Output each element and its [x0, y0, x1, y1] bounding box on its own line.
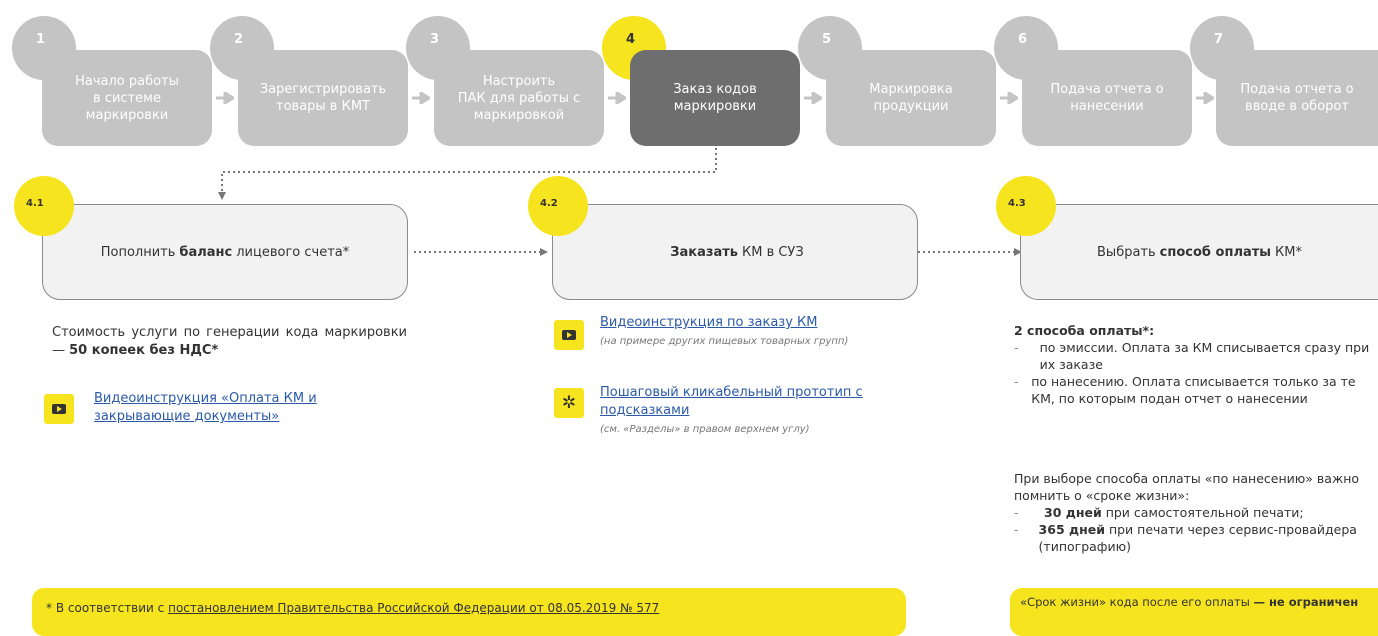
shelf-life-intro: При выборе способа оплаты «по нанесению»…: [1014, 471, 1360, 503]
step-3-label: Настроить ПАК для работы с маркировкой: [457, 73, 581, 123]
shelf-life-banner-bold: — не ограничен: [1253, 595, 1359, 609]
video-icon[interactable]: [44, 394, 74, 424]
order-video-link[interactable]: Видеоинструкция по заказу КМ: [600, 315, 818, 330]
cost-description: Стоимость услуги по генерации кода марки…: [52, 325, 407, 358]
substep-4-3-post: КМ*: [1275, 244, 1302, 260]
order-video-block: Видеоинструкция по заказу КМ (на примере…: [600, 314, 920, 350]
arrow-icon: [608, 92, 626, 104]
arrow-icon: [1000, 92, 1018, 104]
payment-video-link-wrap: Видеоинструкция «Оплата КМ и закрывающие…: [94, 390, 374, 426]
step-3-box: Настроить ПАК для работы с маркировкой: [434, 50, 604, 146]
shelf-item: - 365 дней при печати через сервис-прова…: [1014, 522, 1357, 554]
substep-4-1-number: 4.1: [14, 176, 74, 236]
step-6-box: Подача отчета о нанесении: [1022, 50, 1192, 146]
footnote-banner: * В соответствии с постановлением Правит…: [32, 588, 906, 636]
prototype-link[interactable]: Пошаговый кликабельный прототип с подска…: [600, 385, 863, 418]
shelf-1-bold: 30 дней: [1044, 505, 1102, 520]
step-4-box: Заказ кодов маркировки: [630, 50, 800, 146]
arrow-icon: [216, 92, 234, 104]
prototype-block: Пошаговый кликабельный прототип с подска…: [600, 384, 900, 438]
shelf-life-banner: «Срок жизни» кода после его оплаты — не …: [1010, 588, 1378, 636]
step-2-label: Зарегистрировать товары в КМТ: [259, 82, 387, 114]
substep-4-3-bold: способ оплаты: [1159, 244, 1272, 260]
cost-text: Стоимость услуги по генерации кода марки…: [52, 324, 407, 360]
substep-4-3-number: 4.3: [996, 176, 1056, 236]
arrow-icon: [1196, 92, 1214, 104]
method-item: - по эмиссии. Оплата за КМ списывается с…: [1014, 339, 1378, 373]
step-2-box: Зарегистрировать товары в КМТ: [238, 50, 408, 146]
payment-methods: 2 способа оплаты*: - по эмиссии. Оплата …: [1014, 322, 1378, 407]
video-icon[interactable]: [554, 320, 584, 350]
cost-value: 50 копеек без НДС*: [69, 343, 219, 358]
step-4-label: Заказ кодов маркировки: [673, 82, 757, 114]
step-1-box: Начало работы в системе маркировки: [42, 50, 212, 146]
arrow-icon: [412, 92, 430, 104]
payment-methods-title: 2 способа оплаты*:: [1014, 323, 1155, 338]
shelf-2-text: при печати через сервис-провайдера (типо…: [1038, 522, 1357, 554]
arrow-icon: [804, 92, 822, 104]
footnote-prefix: В соответствии с: [55, 601, 165, 615]
shelf-life-banner-text: «Срок жизни» кода после его оплаты: [1020, 595, 1250, 609]
step-6-label: Подача отчета о нанесении: [1050, 82, 1164, 114]
shelf-2-bold: 365 дней: [1038, 522, 1105, 537]
substep-4-2-post: КМ в СУЗ: [741, 244, 804, 260]
order-video-note: (на примере других пищевых товарных груп…: [600, 336, 849, 347]
prototype-note: (см. «Разделы» в правом верхнем углу): [600, 424, 810, 435]
step-7-label: Подача отчета о вводе в оборот: [1240, 82, 1354, 114]
cursor-click-icon[interactable]: ✲: [554, 388, 584, 418]
footnote-star: *: [46, 601, 52, 615]
method-application: по нанесению. Оплата списывается только …: [1031, 374, 1356, 406]
substep-4-3-pre: Выбрать: [1097, 244, 1156, 260]
step-5-box: Маркировка продукции: [826, 50, 996, 146]
step-1-label: Начало работы в системе маркировки: [75, 73, 179, 123]
method-emission: по эмиссии. Оплата за КМ списывается сра…: [1039, 340, 1370, 372]
step-7-box: Подача отчета о вводе в оборот: [1216, 50, 1378, 146]
substep-4-1-post: лицевого счета*: [236, 244, 350, 260]
substep-4-2-bold: Заказать: [670, 244, 738, 260]
substep-4-2-number: 4.2: [528, 176, 588, 236]
substep-4-1-bold: баланс: [179, 244, 233, 260]
footnote-link[interactable]: постановлением Правительства Российской …: [168, 601, 660, 615]
shelf-1-text: при самостоятельной печати;: [1105, 505, 1304, 520]
payment-video-link[interactable]: Видеоинструкция «Оплата КМ и закрывающие…: [94, 391, 317, 424]
shelf-life: При выборе способа оплаты «по нанесению»…: [1014, 470, 1378, 555]
shelf-item: - 30 дней при самостоятельной печати;: [1014, 505, 1304, 520]
step-5-label: Маркировка продукции: [869, 82, 953, 114]
substep-4-1-pre: Пополнить: [100, 244, 176, 260]
method-item: - по нанесению. Оплата списывается тольк…: [1014, 373, 1378, 407]
